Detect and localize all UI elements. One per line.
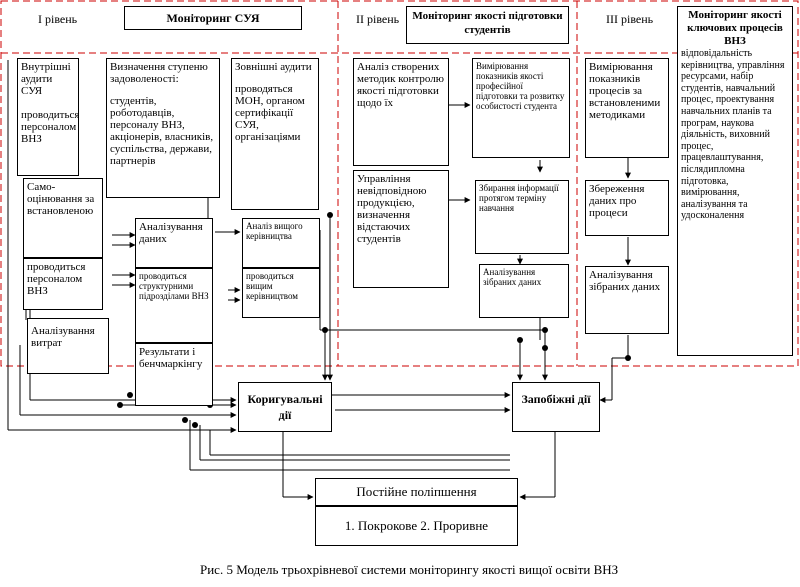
management-box: Управління невідповідною продукцією, виз… <box>353 170 449 288</box>
internal-audits-title: Внутрішні аудити СУЯ <box>21 61 71 97</box>
collect-text: Збирання інформації протягом терміну нав… <box>479 183 559 213</box>
measure-indicators-text: Вимірювання показників якості професійно… <box>476 61 565 111</box>
self-assessment-title: Само-оцінювання за встановленою <box>27 181 95 217</box>
satisfaction-title: Визначення ступеню задоволеності: <box>110 61 208 85</box>
self-assessment-desc-box: проводиться персоналом ВНЗ <box>23 258 103 310</box>
top-analysis-text: Аналіз вищого керівництва <box>246 221 303 241</box>
level3-label: ІІІ рівень <box>606 12 654 26</box>
cost-analysis-box: Аналізування витрат <box>27 318 109 374</box>
management-text: Управління невідповідною продукцією, виз… <box>357 173 427 245</box>
satisfaction-desc: студентів, роботодавців, персоналу ВНЗ, … <box>110 95 214 167</box>
self-assessment-box: Само-оцінювання за встановленою <box>23 178 103 258</box>
results-text: Результати і бенчмаркінгу <box>139 346 203 370</box>
improvement-types-box: 1. Покрокове 2. Проривне <box>315 506 518 546</box>
level3-processes-list: відповідальність керівництва, управління… <box>681 48 785 222</box>
data-analysis-box: Аналізування даних <box>135 218 213 268</box>
collect-box: Збирання інформації протягом терміну нав… <box>475 180 569 254</box>
level2-title: Моніторинг якості підготовки студентів <box>406 6 569 44</box>
level2-analyze-box: Аналізування зібраних даних <box>479 264 569 318</box>
level2-analyze-text: Аналізування зібраних даних <box>483 267 542 287</box>
external-audits-box: Зовнішні аудити проводяться МОН, органом… <box>231 58 319 210</box>
level3-measure-box: Вимірювання показників процесів за встан… <box>585 58 669 158</box>
methods-text: Аналіз створених методик контролю якості… <box>357 61 444 109</box>
satisfaction-box: Визначення ступеню задоволеності: студен… <box>106 58 220 198</box>
internal-audits-box: Внутрішні аудити СУЯ проводиться персона… <box>17 58 79 176</box>
level1-title: Моніторинг СУЯ <box>124 6 302 30</box>
level3-processes-box: Моніторинг якості ключових процесів ВНЗ … <box>677 6 793 356</box>
preventive-actions-box: Запобіжні дії <box>512 382 600 432</box>
data-analysis-desc: проводиться структурними підрозділами ВН… <box>139 271 209 301</box>
external-audits-desc: проводяться МОН, органом сертифікації СУ… <box>235 83 305 143</box>
level3-analyze-text: Аналізування зібраних даних <box>589 269 661 293</box>
methods-box: Аналіз створених методик контролю якості… <box>353 58 449 166</box>
results-box: Результати і бенчмаркінгу <box>135 343 213 406</box>
cost-analysis-text: Аналізування витрат <box>31 325 95 349</box>
measure-indicators-box: Вимірювання показників якості професійно… <box>472 58 570 158</box>
level3-title: Моніторинг якості ключових процесів ВНЗ <box>687 9 783 47</box>
improvement-box: Постійне поліпшення <box>315 478 518 506</box>
level-frames <box>0 0 799 367</box>
corrective-actions-box: Коригувальні дії <box>238 382 332 432</box>
self-assessment-desc: проводиться персоналом ВНЗ <box>27 261 86 297</box>
level3-store-text: Збереження даних про процеси <box>589 183 645 219</box>
level3-analyze-box: Аналізування зібраних даних <box>585 266 669 334</box>
data-analysis-text: Аналізування даних <box>139 221 203 245</box>
figure-caption: Рис. 5 Модель трьохрівневої системи моні… <box>200 562 619 577</box>
data-analysis-desc-box: проводиться структурними підрозділами ВН… <box>135 268 213 343</box>
level2-label: ІІ рівень <box>356 12 400 26</box>
level3-store-box: Збереження даних про процеси <box>585 180 669 236</box>
top-analysis-desc-box: проводиться вищим керівництвом <box>242 268 320 318</box>
top-analysis-box: Аналіз вищого керівництва <box>242 218 320 268</box>
internal-audits-desc: проводиться персоналом ВНЗ <box>21 109 79 145</box>
top-analysis-desc: проводиться вищим керівництвом <box>246 271 298 301</box>
level1-label: І рівень <box>38 12 78 26</box>
external-audits-title: Зовнішні аудити <box>235 61 312 73</box>
level3-measure-text: Вимірювання показників процесів за встан… <box>589 61 661 121</box>
